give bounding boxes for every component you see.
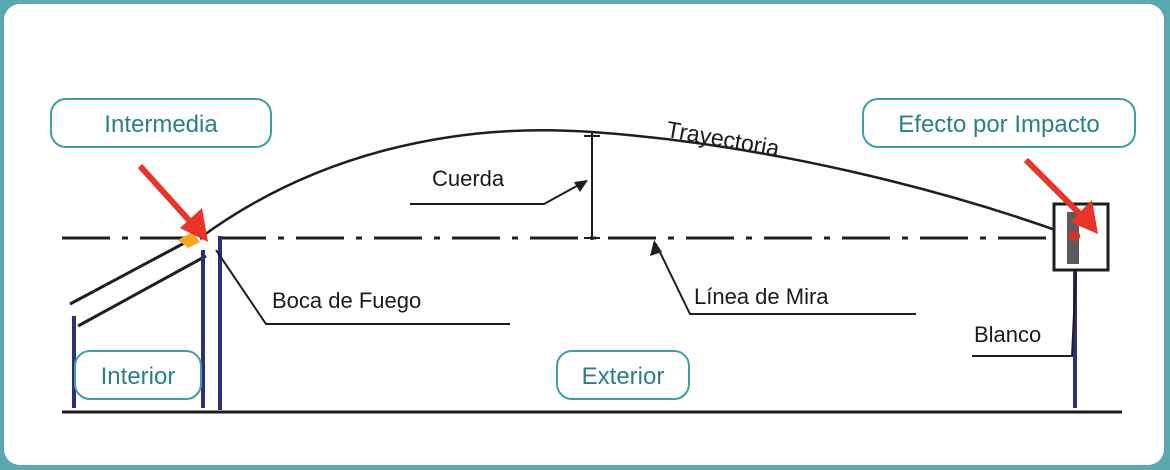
boca-de-fuego-label: Boca de Fuego xyxy=(272,288,422,313)
badge-exterior: Exterior xyxy=(556,350,690,400)
impact-point xyxy=(1068,230,1080,242)
blanco-label: Blanco xyxy=(974,322,1042,347)
muzzle-flash xyxy=(178,232,200,248)
ballistics-diagram xyxy=(62,129,1122,414)
barrel-upper xyxy=(69,238,191,306)
red-arrowhead-impact xyxy=(1070,200,1098,234)
cuerda-label: Cuerda xyxy=(432,166,505,191)
badge-interior: Interior xyxy=(74,350,202,400)
linea-arrowhead xyxy=(650,240,662,256)
badge-efecto-por-impacto: Efecto por Impacto xyxy=(862,98,1136,148)
barrel-lower xyxy=(77,254,207,328)
cuerda-arrowhead xyxy=(574,180,588,192)
boca-leader xyxy=(215,249,510,325)
red-arrow-intermedia xyxy=(137,163,199,231)
badge-intermedia: Intermedia xyxy=(50,98,272,148)
red-arrowhead-intermedia xyxy=(180,208,208,242)
diagram-frame: Trayectoria Cuerda Boca de Fuego Línea d… xyxy=(4,4,1164,465)
linea-leader xyxy=(655,243,916,315)
linea-de-mira-label: Línea de Mira xyxy=(694,284,829,309)
red-arrow-impact xyxy=(1023,157,1089,223)
blanco-leader xyxy=(972,271,1077,357)
cuerda-leader xyxy=(410,181,585,205)
